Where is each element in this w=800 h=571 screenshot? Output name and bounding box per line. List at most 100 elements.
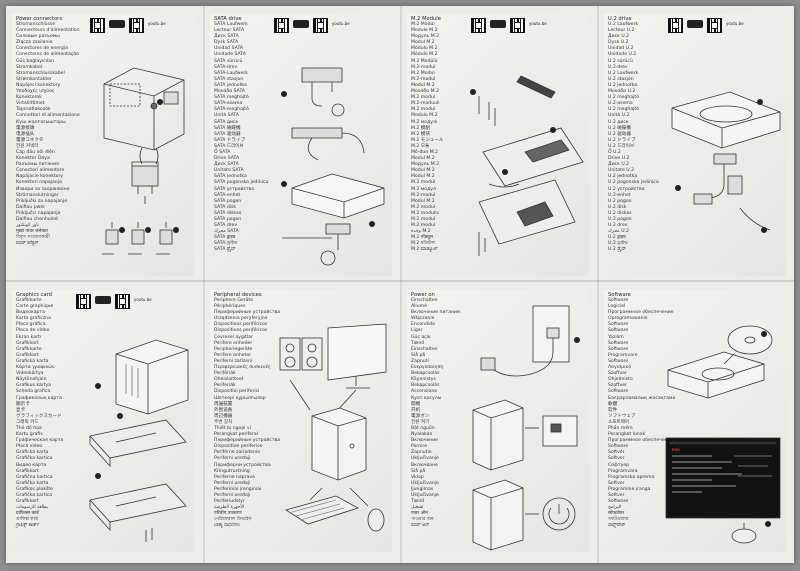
label-item: باور كونكتور (16, 223, 39, 229)
fold-line (203, 6, 205, 563)
label-item: SATA disk (214, 204, 237, 210)
qr-code-icon (274, 18, 289, 33)
label-item: ಗ್ರಾಫಿಕ್ಸ್ ಕಾರ್ಡ್ (16, 523, 40, 529)
label-item: Stromanschlüsse (16, 22, 56, 27)
label-item: Графикалық карта (16, 395, 62, 401)
label-item: U.2 drev (608, 223, 628, 229)
label-item: Dysk SATA (214, 40, 239, 46)
software-illustration: msi (665, 325, 781, 544)
qr-code-text: youtu.be (529, 21, 547, 26)
label-item: Dysk U.2 (608, 40, 629, 46)
label-item: U.2 meghajtó (608, 95, 640, 101)
label-item: Konektor Daya (16, 156, 50, 162)
label-item: U.2 Laufwerk (608, 70, 639, 76)
label-item: Konektori napajanja (16, 180, 62, 186)
label-item: SATA ಡ್ರೈವ್ (214, 247, 236, 253)
label-item: محرك SATA (214, 229, 239, 235)
label-item: U.2 Laufwerk (608, 22, 639, 27)
youtube-icon (490, 20, 506, 28)
label-item: Logiciel (608, 304, 626, 310)
label-item: Включение (411, 438, 439, 444)
label-item: SATA diskas (214, 210, 242, 216)
label-item: গ্রাফিক্স কার্ড (16, 517, 39, 523)
label-item: Περιφερειακές συσκευές (214, 365, 271, 371)
label-item: Software (608, 340, 629, 346)
label-item: SATA pogonska jedinica (214, 180, 269, 186)
label-item: Modul M.2 (411, 174, 435, 180)
label-item: U.2 pogon (608, 198, 632, 204)
label-item: Thiết bị ngoại vi (214, 425, 251, 431)
label-item: Software (608, 499, 629, 505)
label-list: SATA Laufwerk Lecteur SATA Диск SATA Dys… (214, 22, 268, 254)
label-item: Periferne naprave (214, 474, 255, 480)
label-item: Unità U.2 (608, 113, 630, 119)
u2-drive-illustration (671, 91, 781, 233)
label-item: M.2 модул (411, 186, 436, 192)
label-item: 周辺機器 (214, 413, 233, 419)
label-item: U.2 ドライブ (608, 137, 636, 143)
label-item: Lecteur SATA (214, 28, 245, 34)
qr-code-icon (707, 18, 722, 33)
panel-sata-drive: SATA drive SATA Laufwerk Lecteur SATA Ди… (210, 14, 392, 276)
label-item: SATA Laufwerk (214, 22, 248, 27)
label-item: M.2-modul (411, 192, 436, 198)
label-item: Accensione (411, 389, 438, 395)
instruction-sheet: Power connectors Stromanschlüsse Connect… (6, 6, 794, 563)
label-item: सॉफ्टवेयर (608, 511, 625, 517)
label-list: Stromanschlüsse Connecteurs d'alimentati… (16, 22, 80, 247)
panel-power-connectors: Power connectors Stromanschlüsse Connect… (12, 14, 194, 276)
label-item: Unitate SATA (214, 168, 244, 174)
label-item: 전원 커넥터 (16, 143, 39, 149)
label-item: Oheislaitteet (214, 377, 244, 383)
label-item: Λογισμικό (608, 365, 632, 371)
label-item: Connecteurs d'alimentation (16, 28, 80, 34)
label-item: Uključivanje (411, 480, 439, 486)
label-item: Grafička karta (16, 480, 49, 486)
label-item: Drive U.2 (608, 156, 630, 162)
label-list: M.2 Modul Module M.2 Модуль M.2 Moduł M.… (411, 22, 443, 254)
label-item: Unidad U.2 (608, 46, 634, 52)
label-item: Modul M.2 (411, 82, 435, 88)
qr-row: youtu.be (471, 18, 547, 33)
label-item: U.2 ಡ್ರೈವ್ (608, 247, 626, 253)
label-item: Napájacie konektory (16, 174, 64, 180)
label-item: Einschalten (411, 298, 438, 303)
label-item: Ligar (411, 328, 423, 334)
label-item: পেরিফেরাল ডিভাইস (214, 517, 252, 523)
label-item: SATA-asema (214, 101, 243, 107)
label-item: U.2 diskas (608, 210, 632, 216)
label-item: U.2 磁碟機 (608, 125, 631, 131)
label-item: Unidade SATA (214, 52, 246, 58)
label-item: Диск U.2 (608, 34, 630, 40)
panel-heading: Graphics card (16, 292, 52, 298)
label-item: Software (608, 298, 629, 303)
label-item: Connettori di alimentazione (16, 113, 80, 119)
label-item: U.2 meghajtó (608, 107, 640, 113)
label-item: 소프트웨어 (608, 419, 630, 425)
label-item: Видеокарта (16, 310, 45, 316)
panel-heading: Power connectors (16, 16, 63, 22)
label-item: M.2 Modülü (411, 58, 438, 64)
label-item: M.2-modul (411, 64, 436, 70)
label-item: M.2 modul (411, 217, 436, 222)
label-item: M.2 模块 (411, 131, 430, 137)
label-item: Unidad SATA (214, 46, 244, 52)
label-item: U.2 ড্রাইভ (608, 241, 628, 247)
qr-code-text: youtu.be (726, 21, 744, 26)
qr-code-text: youtu.be (332, 21, 350, 26)
label-item: SATA устройство (214, 186, 255, 192)
label-item: সফটওয়্যার (608, 517, 629, 523)
label-item: Ổ U.2 (608, 149, 621, 155)
label-item: SATA sürücü (214, 58, 243, 64)
label-item: بطاقة الرسومات (16, 505, 49, 511)
label-item: Carte graphique (16, 304, 54, 310)
label-item: Programska oprema (608, 474, 655, 480)
label-item: M.2 모듈 (411, 143, 430, 149)
label-item: SATA-drev (214, 64, 238, 70)
label-item: Grafička kartica (16, 456, 53, 462)
label-item: Қуат қосулы (411, 395, 442, 401)
label-item: SATA 磁碟機 (214, 125, 241, 131)
label-item: Μονάδα U.2 (608, 89, 636, 95)
label-item: Nyalakan (411, 432, 433, 438)
label-item: 전원 켜기 (411, 419, 430, 425)
